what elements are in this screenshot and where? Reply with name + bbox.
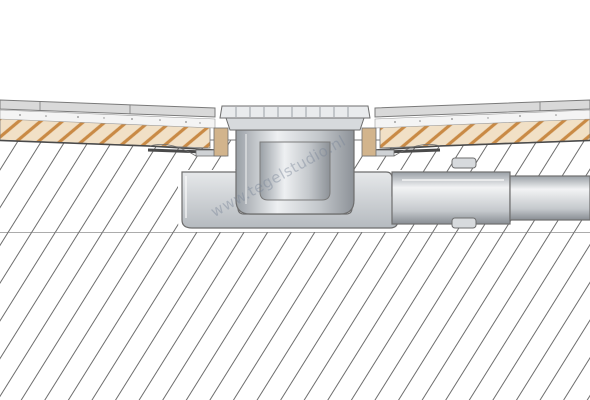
- tile-layer: [0, 99, 590, 118]
- collar-flange: [195, 127, 395, 157]
- outlet-pipe: [391, 157, 590, 229]
- concrete-slab: [0, 231, 590, 400]
- drain-cup: [235, 129, 355, 215]
- drain-grate: [219, 105, 371, 131]
